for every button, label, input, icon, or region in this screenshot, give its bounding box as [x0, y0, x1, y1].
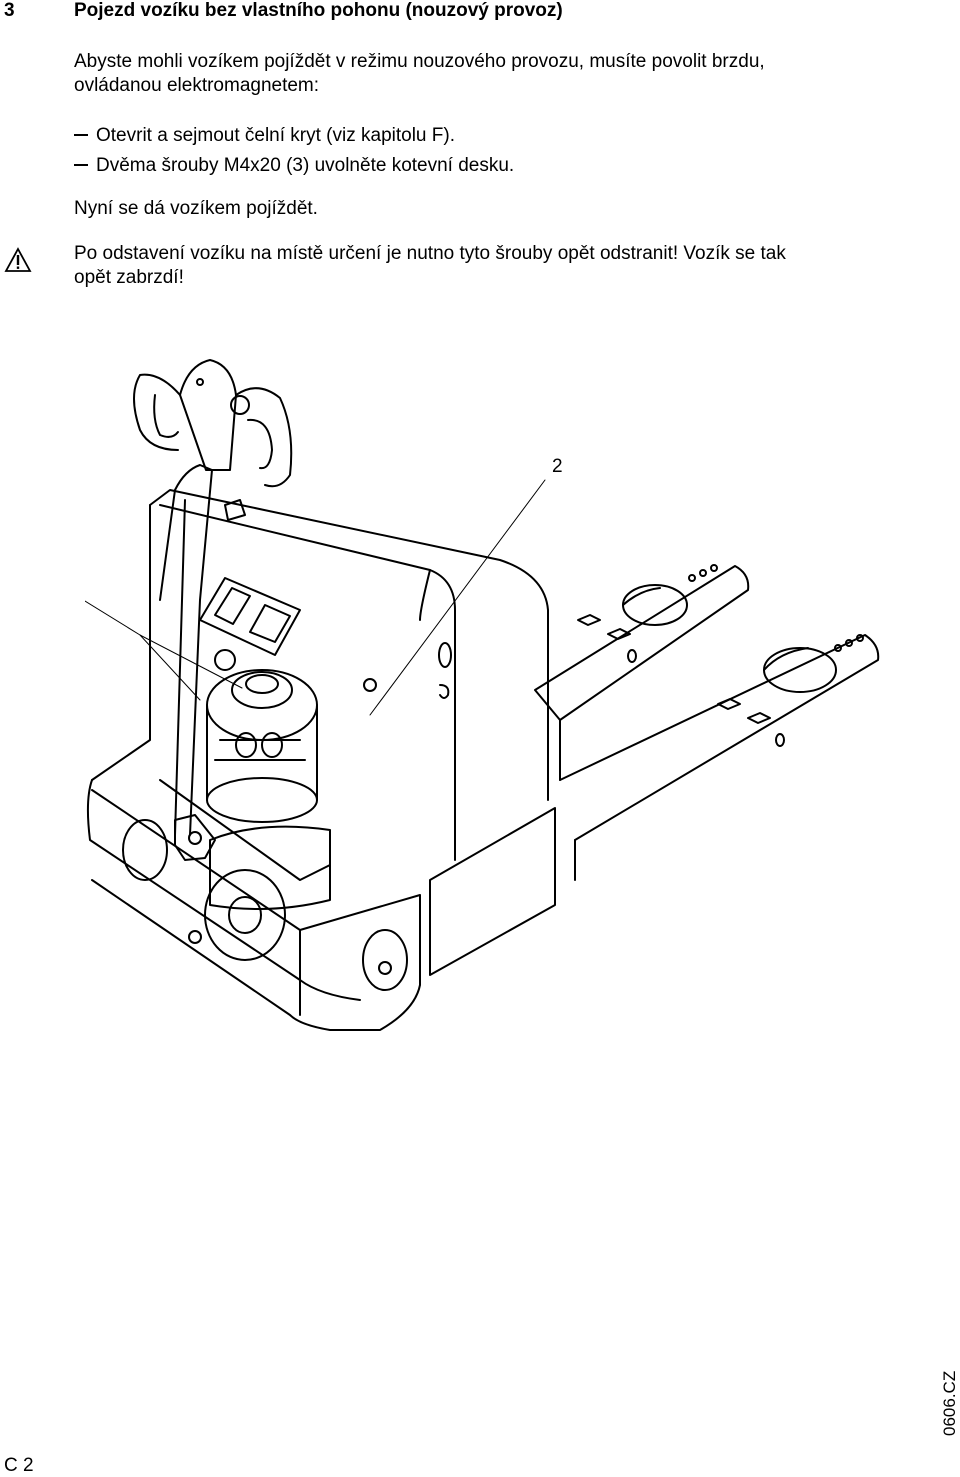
drive-motor [206, 669, 318, 823]
warning-triangle-icon [4, 247, 32, 272]
drive-wheel [122, 819, 408, 991]
chassis-body [86, 489, 549, 1031]
intro-line-1: Abyste mohli vozíkem pojíždět v režimu n… [74, 51, 765, 72]
callout-label-2: 2 [552, 456, 563, 477]
callout-lines [85, 479, 546, 716]
control-panel [174, 577, 301, 861]
dash-bullet-icon [74, 133, 88, 136]
fork-base [429, 807, 556, 976]
step-item-2: Dvěma šrouby M4x20 (3) uvolněte kotevní … [74, 154, 514, 178]
section-number: 3 [4, 0, 15, 21]
dash-bullet-icon [74, 163, 88, 166]
intro-line-2: ovládanou elektromagnetem: [74, 75, 320, 96]
warning-line-1: Po odstavení vozíku na místě určení je n… [74, 243, 786, 264]
fork-right [534, 564, 750, 781]
pallet-truck-illustration: 2 3 [85, 359, 880, 1031]
document-code: 0606.CZ [940, 1370, 959, 1436]
section-title: Pojezd vozíku bez vlastního pohonu (nouz… [74, 0, 563, 21]
step-item-1: Otevrit a sejmout čelní kryt (viz kapito… [74, 124, 455, 148]
warning-paragraph: Po odstavení vozíku na místě určení je n… [74, 242, 944, 290]
result-text: Nyní se dá vozíkem pojíždět. [74, 198, 318, 219]
fork-left [559, 634, 880, 881]
warning-line-2: opět zabrzdí! [74, 267, 184, 288]
intro-paragraph: Abyste mohli vozíkem pojíždět v režimu n… [74, 50, 944, 98]
page-number: C 2 [4, 1455, 34, 1476]
tiller-handle [133, 359, 293, 836]
step-text-2: Dvěma šrouby M4x20 (3) uvolněte kotevní … [96, 155, 515, 176]
step-text-1: Otevrit a sejmout čelní kryt (viz kapito… [96, 125, 455, 146]
